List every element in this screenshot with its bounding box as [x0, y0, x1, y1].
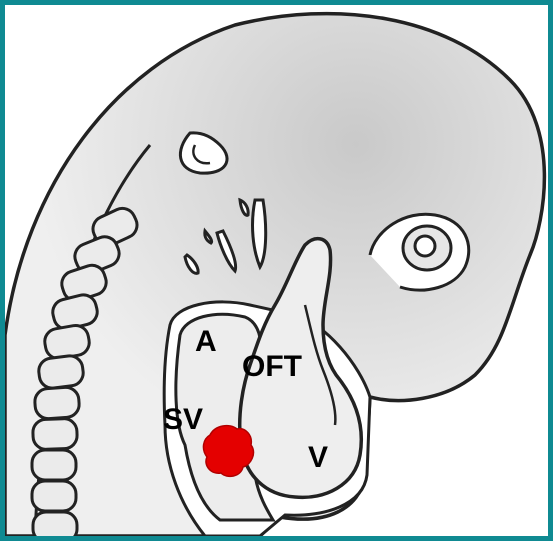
somite	[32, 418, 77, 450]
somite	[32, 450, 76, 480]
somite	[32, 481, 76, 511]
embryo-illustration	[5, 5, 548, 536]
label-sinus-venosus: SV	[163, 405, 203, 435]
somite	[37, 354, 84, 389]
somite	[34, 387, 80, 420]
label-atrium: A	[195, 327, 217, 357]
label-outflow-tract: OFT	[242, 352, 302, 382]
somite	[33, 512, 77, 536]
label-ventricle: V	[308, 443, 328, 473]
